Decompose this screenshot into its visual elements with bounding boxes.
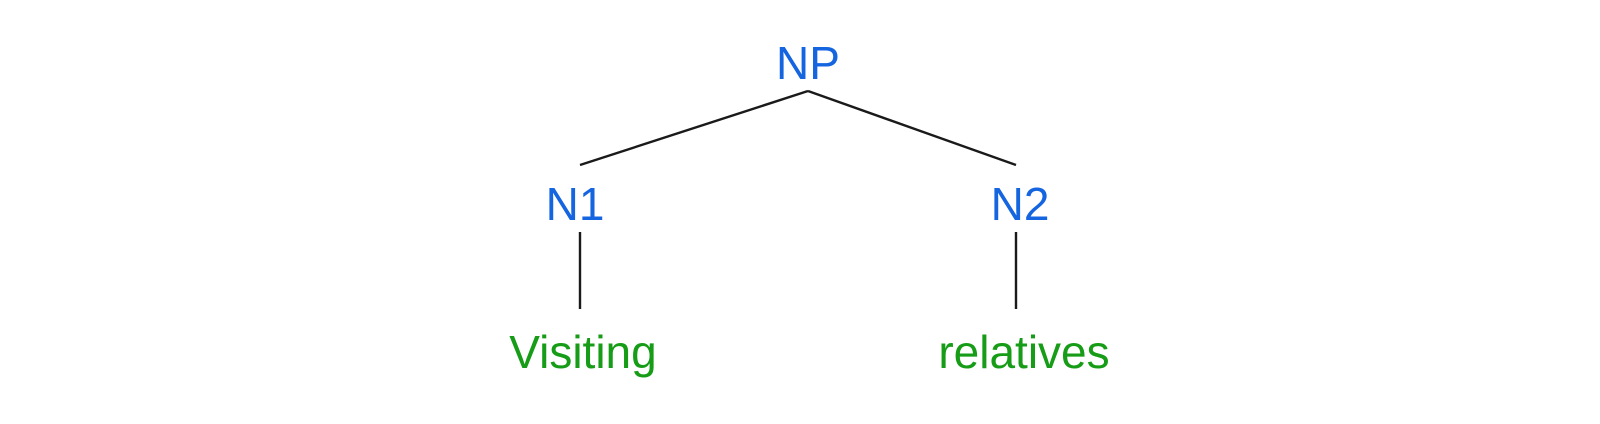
- leaf-word-visiting: Visiting: [509, 326, 656, 378]
- node-n1: N1: [546, 178, 605, 230]
- leaf-word-relatives: relatives: [938, 326, 1109, 378]
- root-node-np: NP: [776, 37, 840, 89]
- node-n2: N2: [991, 178, 1050, 230]
- branch-np-to-n2: [807, 89, 1017, 167]
- branch-np-to-n1: [579, 89, 809, 167]
